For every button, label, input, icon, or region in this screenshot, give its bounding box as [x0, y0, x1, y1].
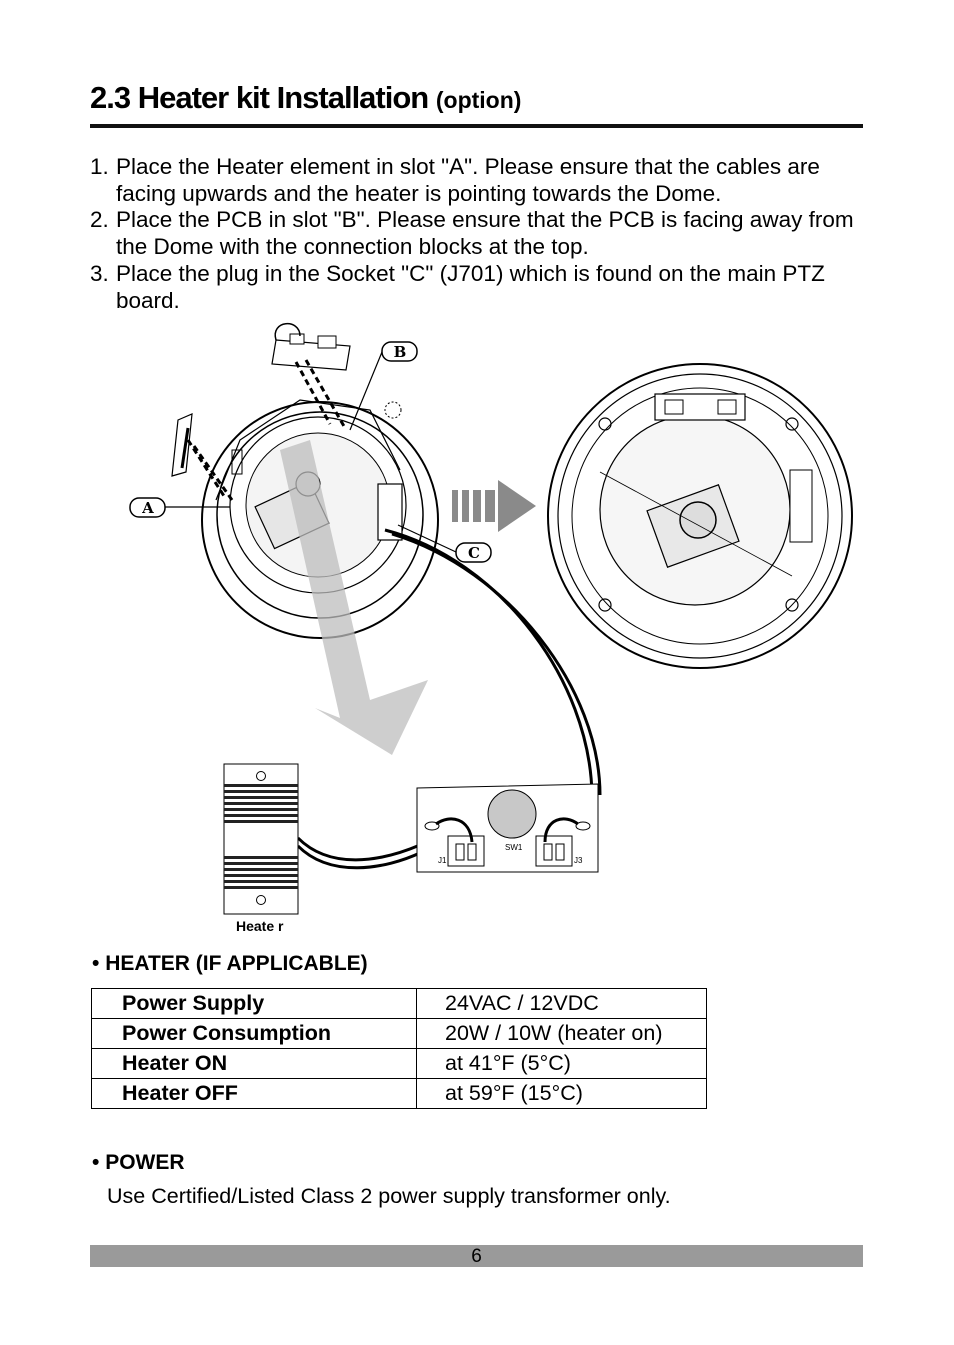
page-title: 2.3 Heater kit Installation (option): [90, 80, 521, 116]
step-1: 1. Place the Heater element in slot "A". …: [90, 154, 880, 207]
right-arrow-icon: [452, 480, 536, 532]
instruction-list: 1. Place the Heater element in slot "A". …: [90, 154, 880, 314]
spec-value: 20W / 10W (heater on): [416, 1018, 707, 1049]
power-heading-text: POWER: [105, 1151, 185, 1174]
heater-heading-text: HEATER (IF APPLICABLE): [105, 952, 368, 975]
page-footer: 6: [90, 1245, 863, 1267]
insertion-arrows: [186, 359, 347, 501]
step-text: Place the Heater element in slot "A". Pl…: [116, 154, 820, 206]
pcb-module: J1 SW1 J3: [416, 783, 599, 873]
label-c: C: [397, 524, 492, 563]
step-3: 3. Place the plug in the Socket "C" (J701…: [90, 261, 880, 314]
page-number: 6: [471, 1246, 482, 1267]
pcb-label-sw1: SW1: [505, 843, 523, 852]
direction-arrow-down: [280, 440, 428, 755]
step-text: Place the plug in the Socket "C" (J701) …: [116, 260, 825, 313]
spec-value: at 41°F (5°C): [416, 1048, 707, 1079]
step-text: Place the PCB in slot "B". Please ensure…: [116, 207, 854, 260]
pcb-label-j3: J3: [574, 856, 583, 865]
spec-key: Heater ON: [91, 1048, 417, 1079]
label-b-text: B: [394, 343, 407, 361]
spec-key: Heater OFF: [91, 1078, 417, 1109]
spec-value: 24VAC / 12VDC: [416, 988, 707, 1019]
power-section-heading: • POWER: [92, 1151, 185, 1174]
pcb-part: [271, 322, 351, 371]
spec-key: Power Consumption: [91, 1018, 417, 1049]
step-number: 1.: [90, 154, 109, 179]
cables: [296, 528, 602, 870]
heater-caption: Heate r: [236, 918, 284, 934]
title-suffix: (option): [435, 87, 522, 113]
label-a-text: A: [141, 499, 154, 517]
installation-diagram: A B C: [129, 322, 853, 915]
step-number: 3.: [90, 260, 109, 286]
title-main: 2.3 Heater kit Installation: [90, 80, 429, 115]
heater-element-part: [171, 413, 193, 477]
spec-value: at 59°F (15°C): [416, 1078, 707, 1109]
pcb-label-j1: J1: [438, 856, 447, 865]
heater-section-heading: • HEATER (IF APPLICABLE): [92, 952, 368, 975]
label-c-text: C: [468, 544, 480, 562]
label-a: A: [129, 497, 230, 518]
title-rule: [90, 124, 863, 128]
label-b: B: [349, 341, 418, 431]
spec-key: Power Supply: [91, 988, 417, 1019]
power-note: Use Certified/Listed Class 2 power suppl…: [107, 1184, 671, 1208]
heater-module: [223, 763, 299, 915]
right-dome-assembly: [547, 363, 853, 669]
step-2: 2. Place the PCB in slot "B". Please ensu…: [90, 207, 880, 260]
step-number: 2.: [90, 207, 109, 233]
